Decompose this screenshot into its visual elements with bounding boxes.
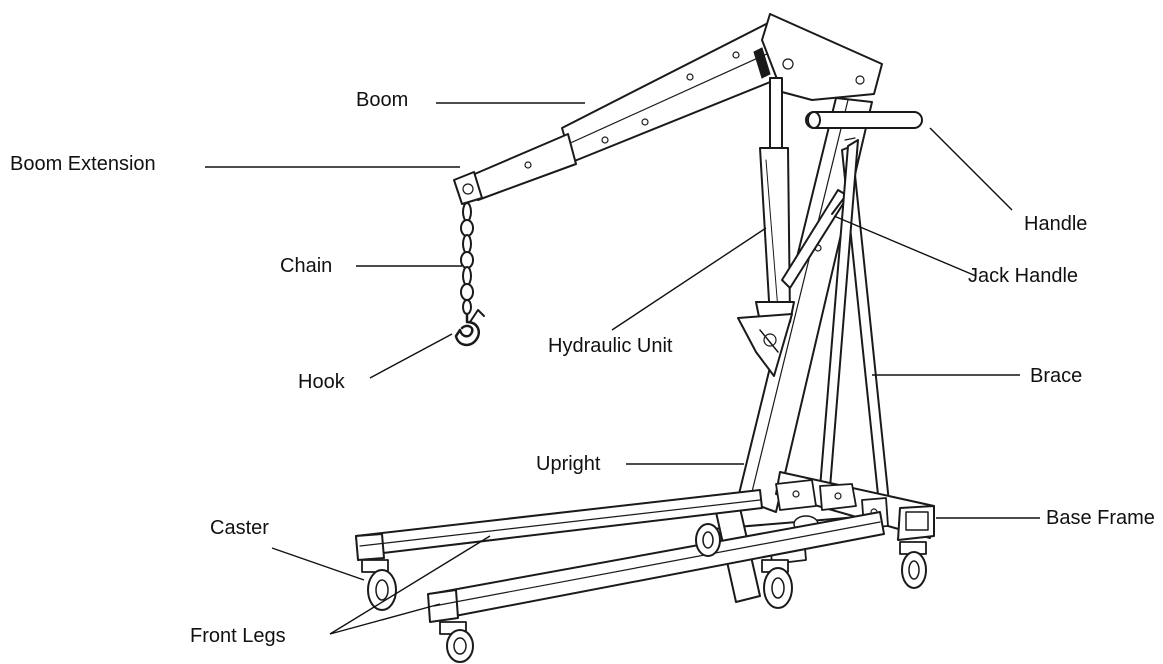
leader-caster [271, 547, 365, 581]
label-front-legs: Front Legs [190, 625, 286, 647]
label-brace: Brace [1030, 365, 1083, 387]
label-jack-handle: Jack Handle [968, 265, 1079, 287]
leader-hook [369, 333, 453, 379]
hook-part [454, 309, 485, 347]
label-boom: Boom [356, 89, 409, 111]
front-legs-part [355, 489, 885, 623]
label-handle: Handle [1024, 213, 1088, 235]
boom-head-plate [761, 13, 883, 101]
leader-handle [929, 127, 1013, 211]
boom-extension-part [453, 133, 577, 205]
label-hook: Hook [298, 371, 345, 393]
label-caster: Caster [210, 517, 269, 539]
leader-lines [205, 102, 1040, 635]
leader-front-legs-a [329, 535, 491, 635]
label-hydraulic-unit: Hydraulic Unit [548, 335, 673, 357]
label-chain: Chain [280, 255, 333, 277]
handle-part [805, 111, 923, 129]
label-boom-extension: Boom Extension [10, 153, 156, 175]
chain-part [460, 202, 474, 315]
boom-part [561, 21, 796, 163]
label-base-frame: Base Frame [1046, 507, 1155, 529]
leader-jack-handle [833, 215, 977, 277]
caster-part [361, 523, 927, 663]
leader-front-legs-b [329, 603, 441, 635]
label-upright: Upright [536, 453, 601, 475]
hydraulic-unit-part [737, 77, 795, 377]
leader-hydraulic-unit [611, 227, 767, 331]
